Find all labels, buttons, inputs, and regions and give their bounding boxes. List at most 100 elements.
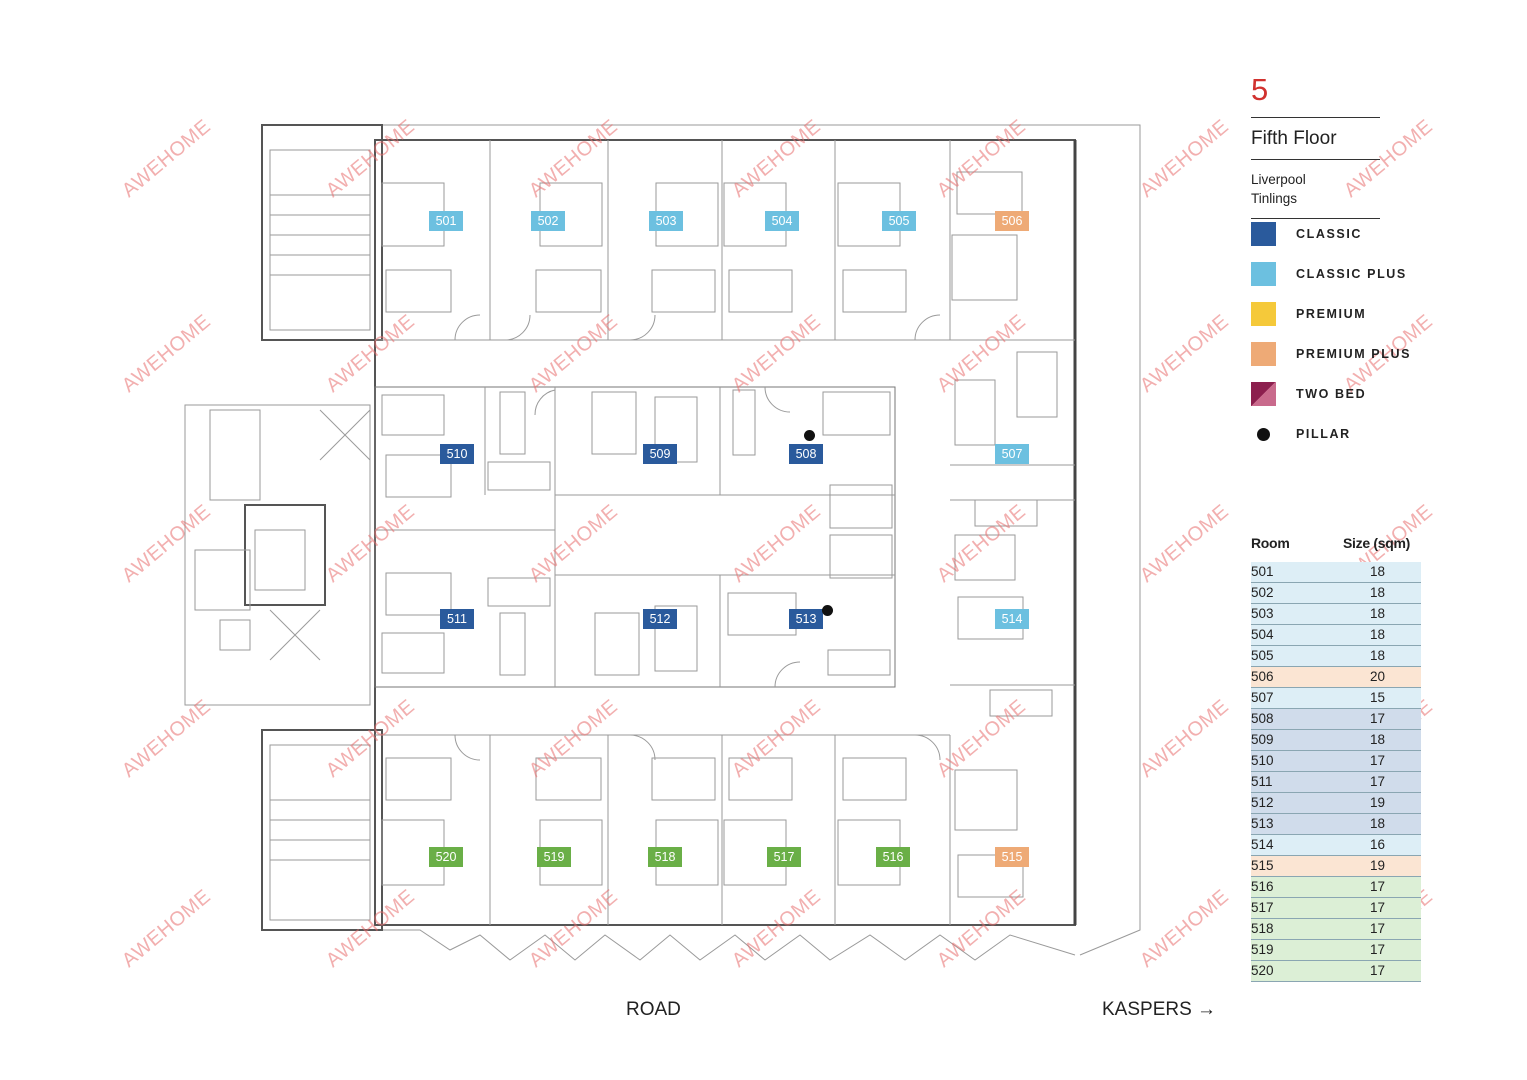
cell-room: 514 [1251,837,1274,852]
cell-size: 18 [1370,816,1386,831]
legend-label: CLASSIC PLUS [1296,267,1407,281]
legend-label: CLASSIC [1296,227,1363,241]
cell-size: 18 [1370,648,1386,663]
cell-size: 18 [1370,627,1386,642]
legend-swatch [1251,382,1276,406]
road-label: ROAD [626,999,681,1020]
table-row: 518 17 [1251,919,1421,940]
cell-size: 18 [1370,606,1386,621]
room-tag-508[interactable]: 508 [789,444,823,464]
room-tag-515[interactable]: 515 [995,847,1029,867]
room-tag-518[interactable]: 518 [648,847,682,867]
cell-room: 501 [1251,564,1274,579]
room-tag-512[interactable]: 512 [643,609,677,629]
cell-room: 504 [1251,627,1274,642]
room-tag-502[interactable]: 502 [531,211,565,231]
cell-room: 510 [1251,753,1274,768]
cell-size: 17 [1370,942,1386,957]
room-tag-503[interactable]: 503 [649,211,683,231]
cell-size: 16 [1370,837,1386,852]
pillar-swatch [1257,427,1270,441]
room-tag-514[interactable]: 514 [995,609,1029,629]
table-row: 520 17 [1251,961,1421,982]
cell-room: 508 [1251,711,1274,726]
location-building: Tinlings [1251,191,1298,206]
legend-label: PREMIUM [1296,307,1367,321]
room-tag-510[interactable]: 510 [440,444,474,464]
cell-room: 519 [1251,942,1274,957]
pillar-marker [822,605,833,616]
cell-room: 515 [1251,858,1274,873]
cell-size: 18 [1370,564,1386,579]
divider [1251,218,1380,219]
room-tag-504[interactable]: 504 [765,211,799,231]
cell-room: 502 [1251,585,1274,600]
table-row: 510 17 [1251,751,1421,772]
room-tag-507[interactable]: 507 [995,444,1029,464]
cell-room: 506 [1251,669,1274,684]
cell-size: 19 [1370,795,1386,810]
location-city: Liverpool [1251,172,1306,187]
room-tag-517[interactable]: 517 [767,847,801,867]
legend-swatch [1251,342,1276,366]
cell-size: 17 [1370,774,1386,789]
legend-swatch [1251,262,1276,286]
room-tag-513[interactable]: 513 [789,609,823,629]
pillar-marker [804,430,815,441]
cell-room: 503 [1251,606,1274,621]
divider [1251,159,1380,160]
cell-size: 18 [1370,732,1386,747]
cell-size: 17 [1370,711,1386,726]
room-tag-511[interactable]: 511 [440,609,474,629]
cell-size: 17 [1370,963,1386,978]
cell-size: 18 [1370,585,1386,600]
table-row: 502 18 [1251,583,1421,604]
room-tag-506[interactable]: 506 [995,211,1029,231]
legend-item: PREMIUM PLUS [1251,341,1411,367]
room-size-table: Room Size (sqm) 501 18 502 18 503 18 504 18 505 1… [1251,534,1421,982]
room-tag-516[interactable]: 516 [876,847,910,867]
cell-room: 513 [1251,816,1274,831]
cell-room: 520 [1251,963,1274,978]
kaspers-label: KASPERS → [1102,999,1217,1020]
legend-swatch [1251,302,1276,326]
cell-room: 512 [1251,795,1274,810]
table-row: 504 18 [1251,625,1421,646]
room-tag-505[interactable]: 505 [882,211,916,231]
divider [1251,117,1380,118]
cell-room: 518 [1251,921,1274,936]
table-header: Room Size (sqm) [1251,534,1421,562]
table-row: 506 20 [1251,667,1421,688]
room-tag-501[interactable]: 501 [429,211,463,231]
room-tag-519[interactable]: 519 [537,847,571,867]
table-row: 519 17 [1251,940,1421,961]
legend-item: PILLAR [1251,421,1351,447]
cell-size: 19 [1370,858,1386,873]
cell-room: 505 [1251,648,1274,663]
table-row: 513 18 [1251,814,1421,835]
legend-item: TWO BED [1251,381,1366,407]
room-tag-520[interactable]: 520 [429,847,463,867]
table-row: 501 18 [1251,562,1421,583]
col-room-header: Room [1251,535,1290,551]
legend-swatch [1251,222,1276,246]
cell-size: 17 [1370,753,1386,768]
cell-room: 517 [1251,900,1274,915]
table-row: 508 17 [1251,709,1421,730]
cell-size: 17 [1370,900,1386,915]
cell-size: 20 [1370,669,1386,684]
legend-label: PILLAR [1296,427,1351,441]
table-row: 514 16 [1251,835,1421,856]
table-row: 515 19 [1251,856,1421,877]
room-tag-509[interactable]: 509 [643,444,677,464]
cell-size: 17 [1370,921,1386,936]
table-row: 517 17 [1251,898,1421,919]
legend-item: PREMIUM [1251,301,1366,327]
floor-number: 5 [1251,72,1269,107]
